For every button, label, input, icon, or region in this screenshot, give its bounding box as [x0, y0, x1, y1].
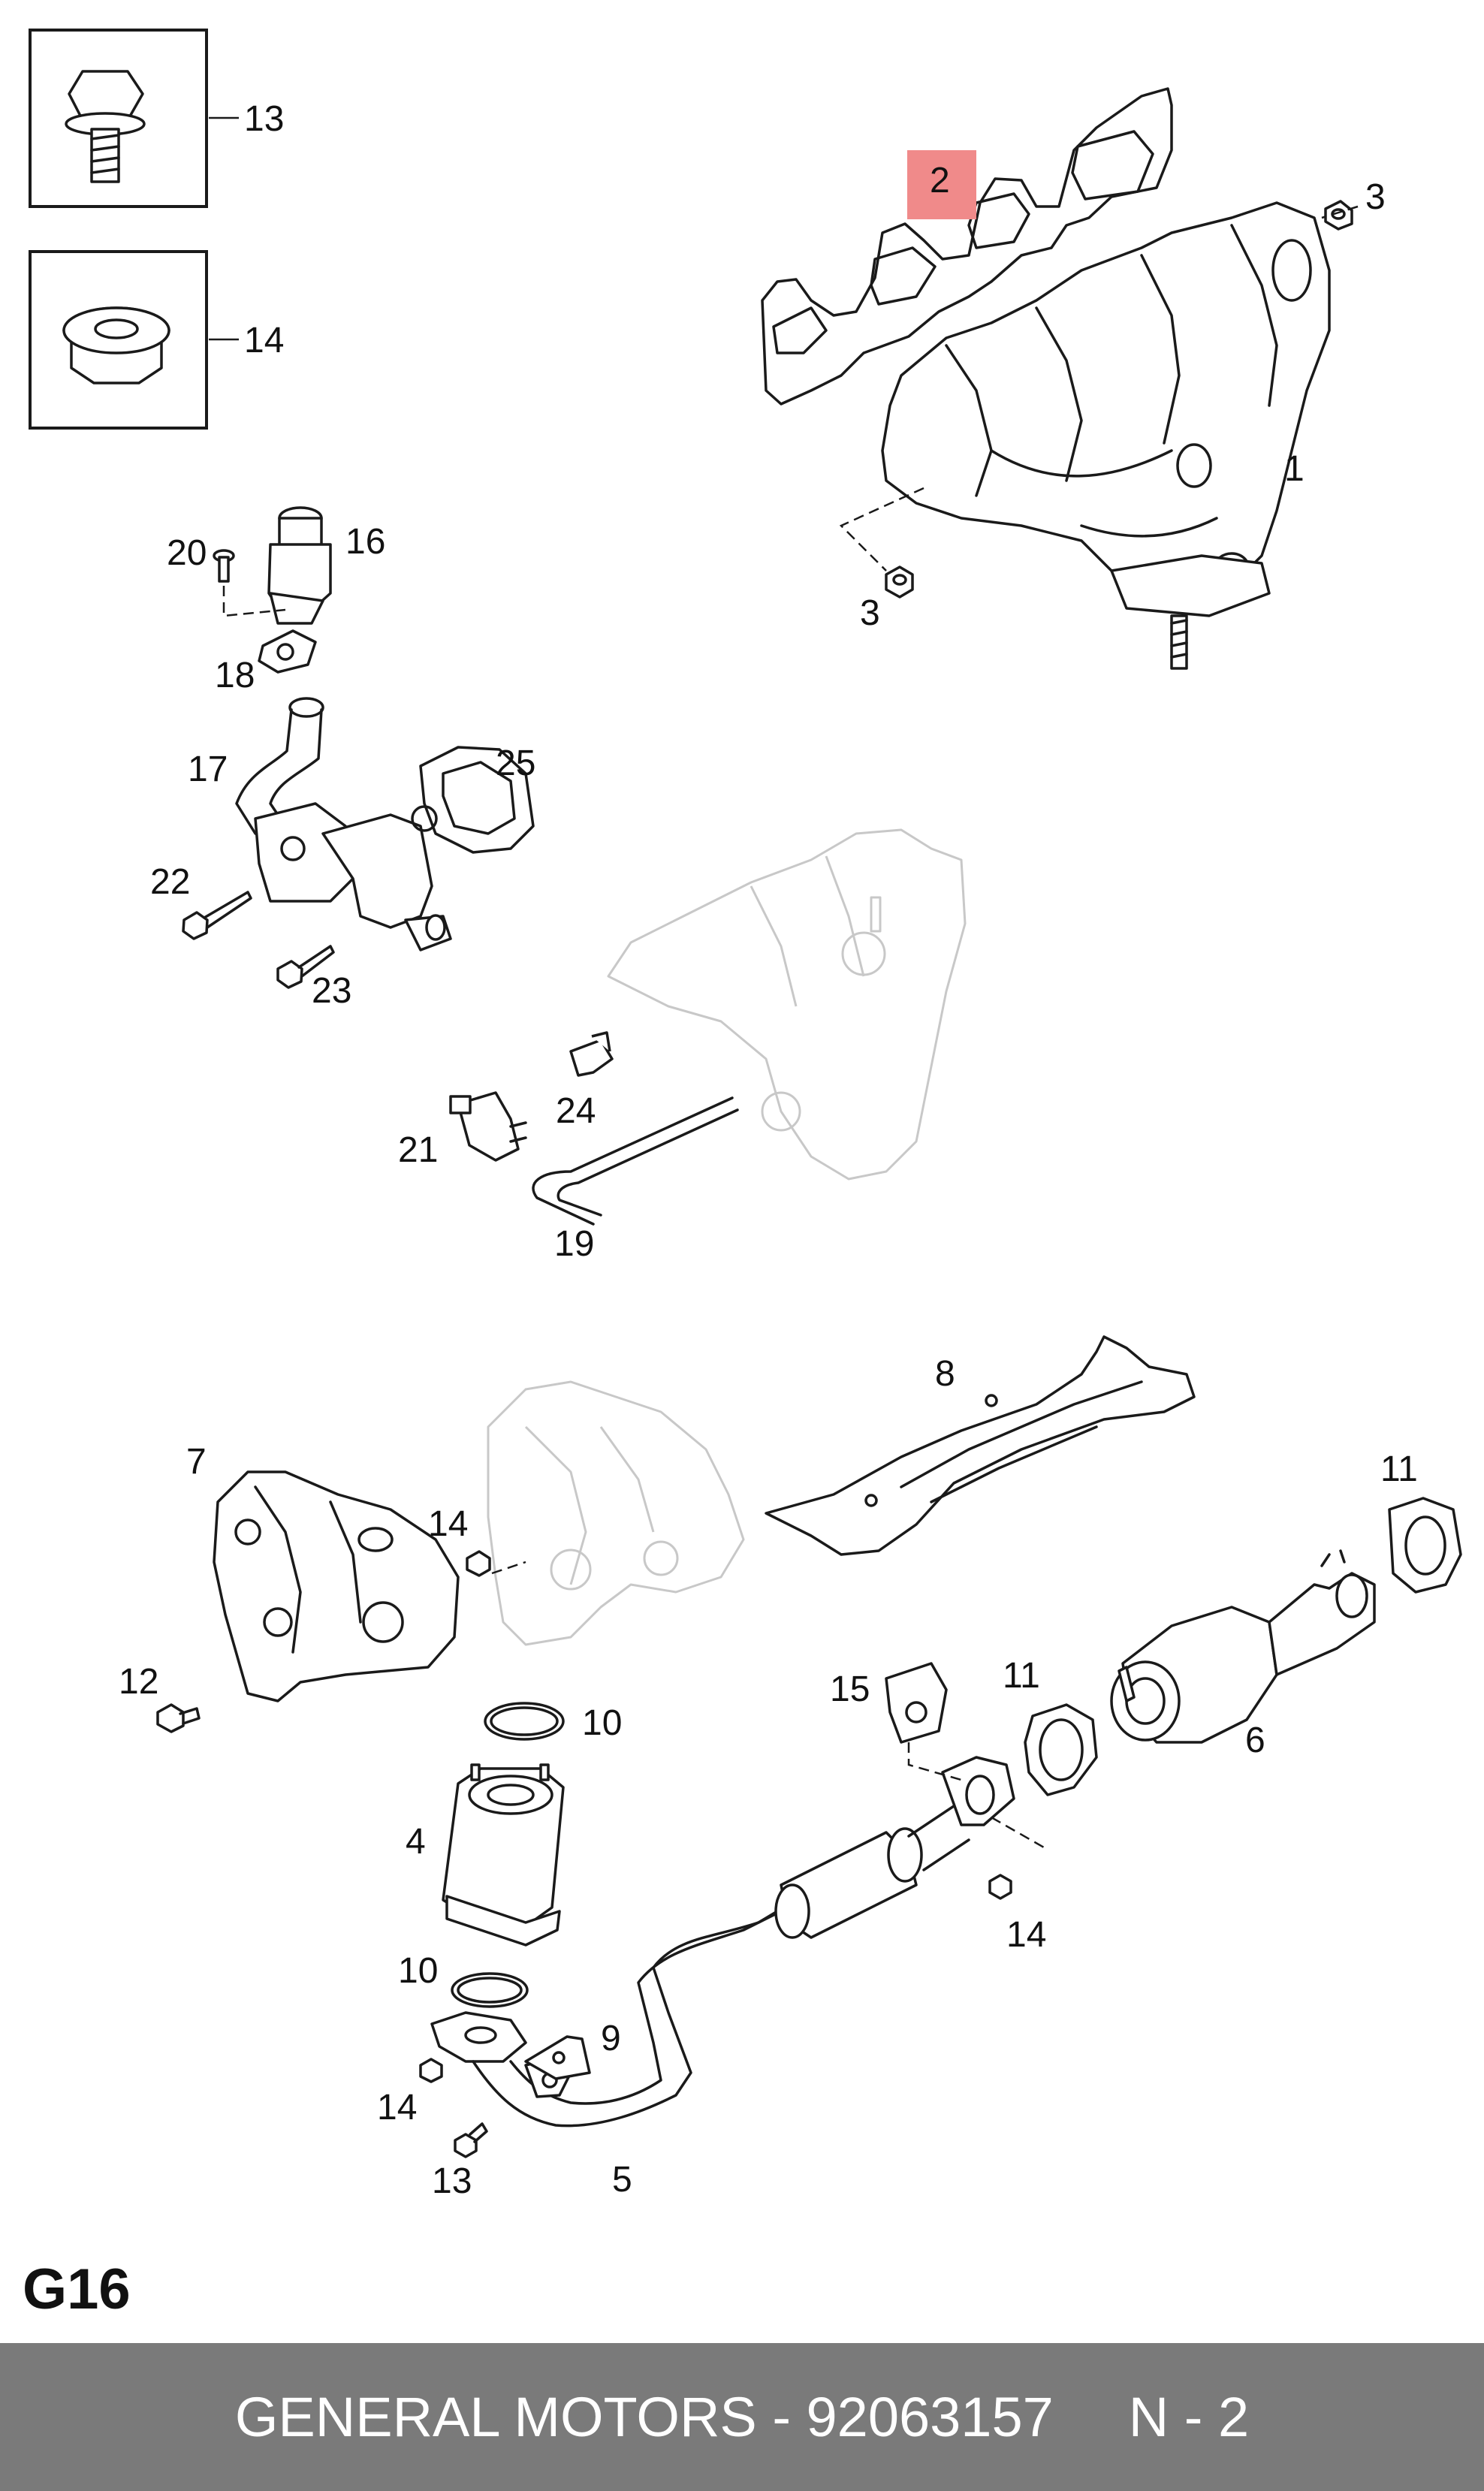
callout-18: 18 — [215, 656, 255, 695]
bolt-23 — [276, 945, 335, 989]
footer-dash: - — [756, 2386, 807, 2448]
flange-nut-icon — [62, 306, 170, 385]
callout-12: 12 — [119, 1662, 158, 1702]
footer-brand: GENERAL MOTORS — [234, 2386, 757, 2448]
callout-8: 8 — [935, 1354, 955, 1394]
gasket-10-upper — [484, 1702, 565, 1741]
callout-10-upper: 10 — [582, 1703, 622, 1743]
callout-17: 17 — [188, 749, 228, 789]
ghost-exhaust-manifold-upper — [607, 828, 967, 1181]
bolt-12 — [156, 1703, 201, 1733]
footer-part-number: 92063157 — [806, 2386, 1054, 2448]
footer-bar: GENERAL MOTORS - 92063157 N - 2 — [0, 2343, 1484, 2491]
callout-2: 2 — [930, 161, 950, 201]
callout-15: 15 — [830, 1669, 870, 1709]
callout-9: 9 — [601, 2019, 621, 2058]
callout-4: 4 — [406, 1822, 426, 1862]
nut-3-lower — [885, 565, 914, 599]
callout-22: 22 — [150, 862, 190, 902]
ghost-exhaust-manifold-lower — [487, 1380, 745, 1646]
callout-14-lower-left: 14 — [377, 2088, 417, 2128]
bracket-24 — [569, 1031, 614, 1077]
nut-14-lower-left — [419, 2058, 443, 2083]
flange-bolt-icon — [65, 70, 146, 183]
callout-19: 19 — [554, 1224, 594, 1264]
flange-gasket-11-middle — [1024, 1703, 1098, 1796]
callout-13-inset: 13 — [244, 99, 284, 139]
callout-1: 1 — [1284, 449, 1305, 489]
nut-14-upper — [466, 1550, 491, 1577]
nut-14-lower-right — [988, 1874, 1012, 1900]
bracket-9 — [524, 2035, 591, 2080]
callout-7: 7 — [186, 1442, 207, 1482]
gasket-18 — [258, 629, 317, 674]
gasket-10-lower — [451, 1972, 529, 2008]
heat-shield-7 — [213, 1470, 460, 1702]
callout-10-lower: 10 — [398, 1951, 438, 1991]
secondary-air-valve-16 — [267, 506, 332, 625]
callout-3-upper: 3 — [1365, 177, 1386, 217]
flange-gasket-11-right — [1388, 1497, 1462, 1594]
gasket-25 — [411, 746, 535, 854]
callout-3-lower: 3 — [860, 593, 880, 633]
callout-11-middle: 11 — [1003, 1656, 1040, 1696]
callout-13-lower: 13 — [432, 2161, 472, 2201]
callout-14-inset: 14 — [244, 321, 284, 360]
vacuum-hose-19 — [532, 1096, 739, 1226]
highlight-box — [907, 150, 976, 219]
callout-16: 16 — [345, 522, 385, 562]
callout-5: 5 — [612, 2160, 632, 2200]
heat-shield-8 — [765, 1335, 1196, 1556]
solenoid-valve-21 — [449, 1091, 527, 1162]
exhaust-manifold-gasket — [761, 87, 1173, 406]
catalytic-converter-6 — [1110, 1549, 1376, 1744]
callout-24: 24 — [556, 1091, 596, 1131]
callout-23: 23 — [312, 971, 351, 1011]
callout-11-right: 11 — [1380, 1449, 1418, 1489]
callout-25: 25 — [496, 743, 535, 783]
bolt-22 — [182, 891, 252, 940]
callout-20: 20 — [167, 533, 207, 573]
callout-21: 21 — [398, 1130, 438, 1170]
exhaust-front-pipe-5 — [430, 1756, 1015, 2128]
callout-14-upper: 14 — [428, 1504, 468, 1544]
nut-3-upper — [1324, 200, 1353, 231]
footer-position: N - 2 — [1128, 2386, 1250, 2448]
inset-nut-14: 14 — [29, 250, 284, 430]
inset-bolt-13: 13 — [29, 29, 284, 208]
callout-6: 6 — [1245, 1720, 1265, 1760]
callout-14-lower-right: 14 — [1006, 1915, 1046, 1955]
catalytic-converter-4 — [442, 1763, 565, 1947]
exhaust-manifold — [881, 201, 1331, 670]
bolt-20 — [213, 549, 235, 583]
bolt-13-lower — [454, 2122, 488, 2158]
section-code: G16 — [23, 2257, 131, 2321]
rubber-mount-15 — [885, 1662, 948, 1744]
air-pipe-17 — [235, 697, 452, 951]
